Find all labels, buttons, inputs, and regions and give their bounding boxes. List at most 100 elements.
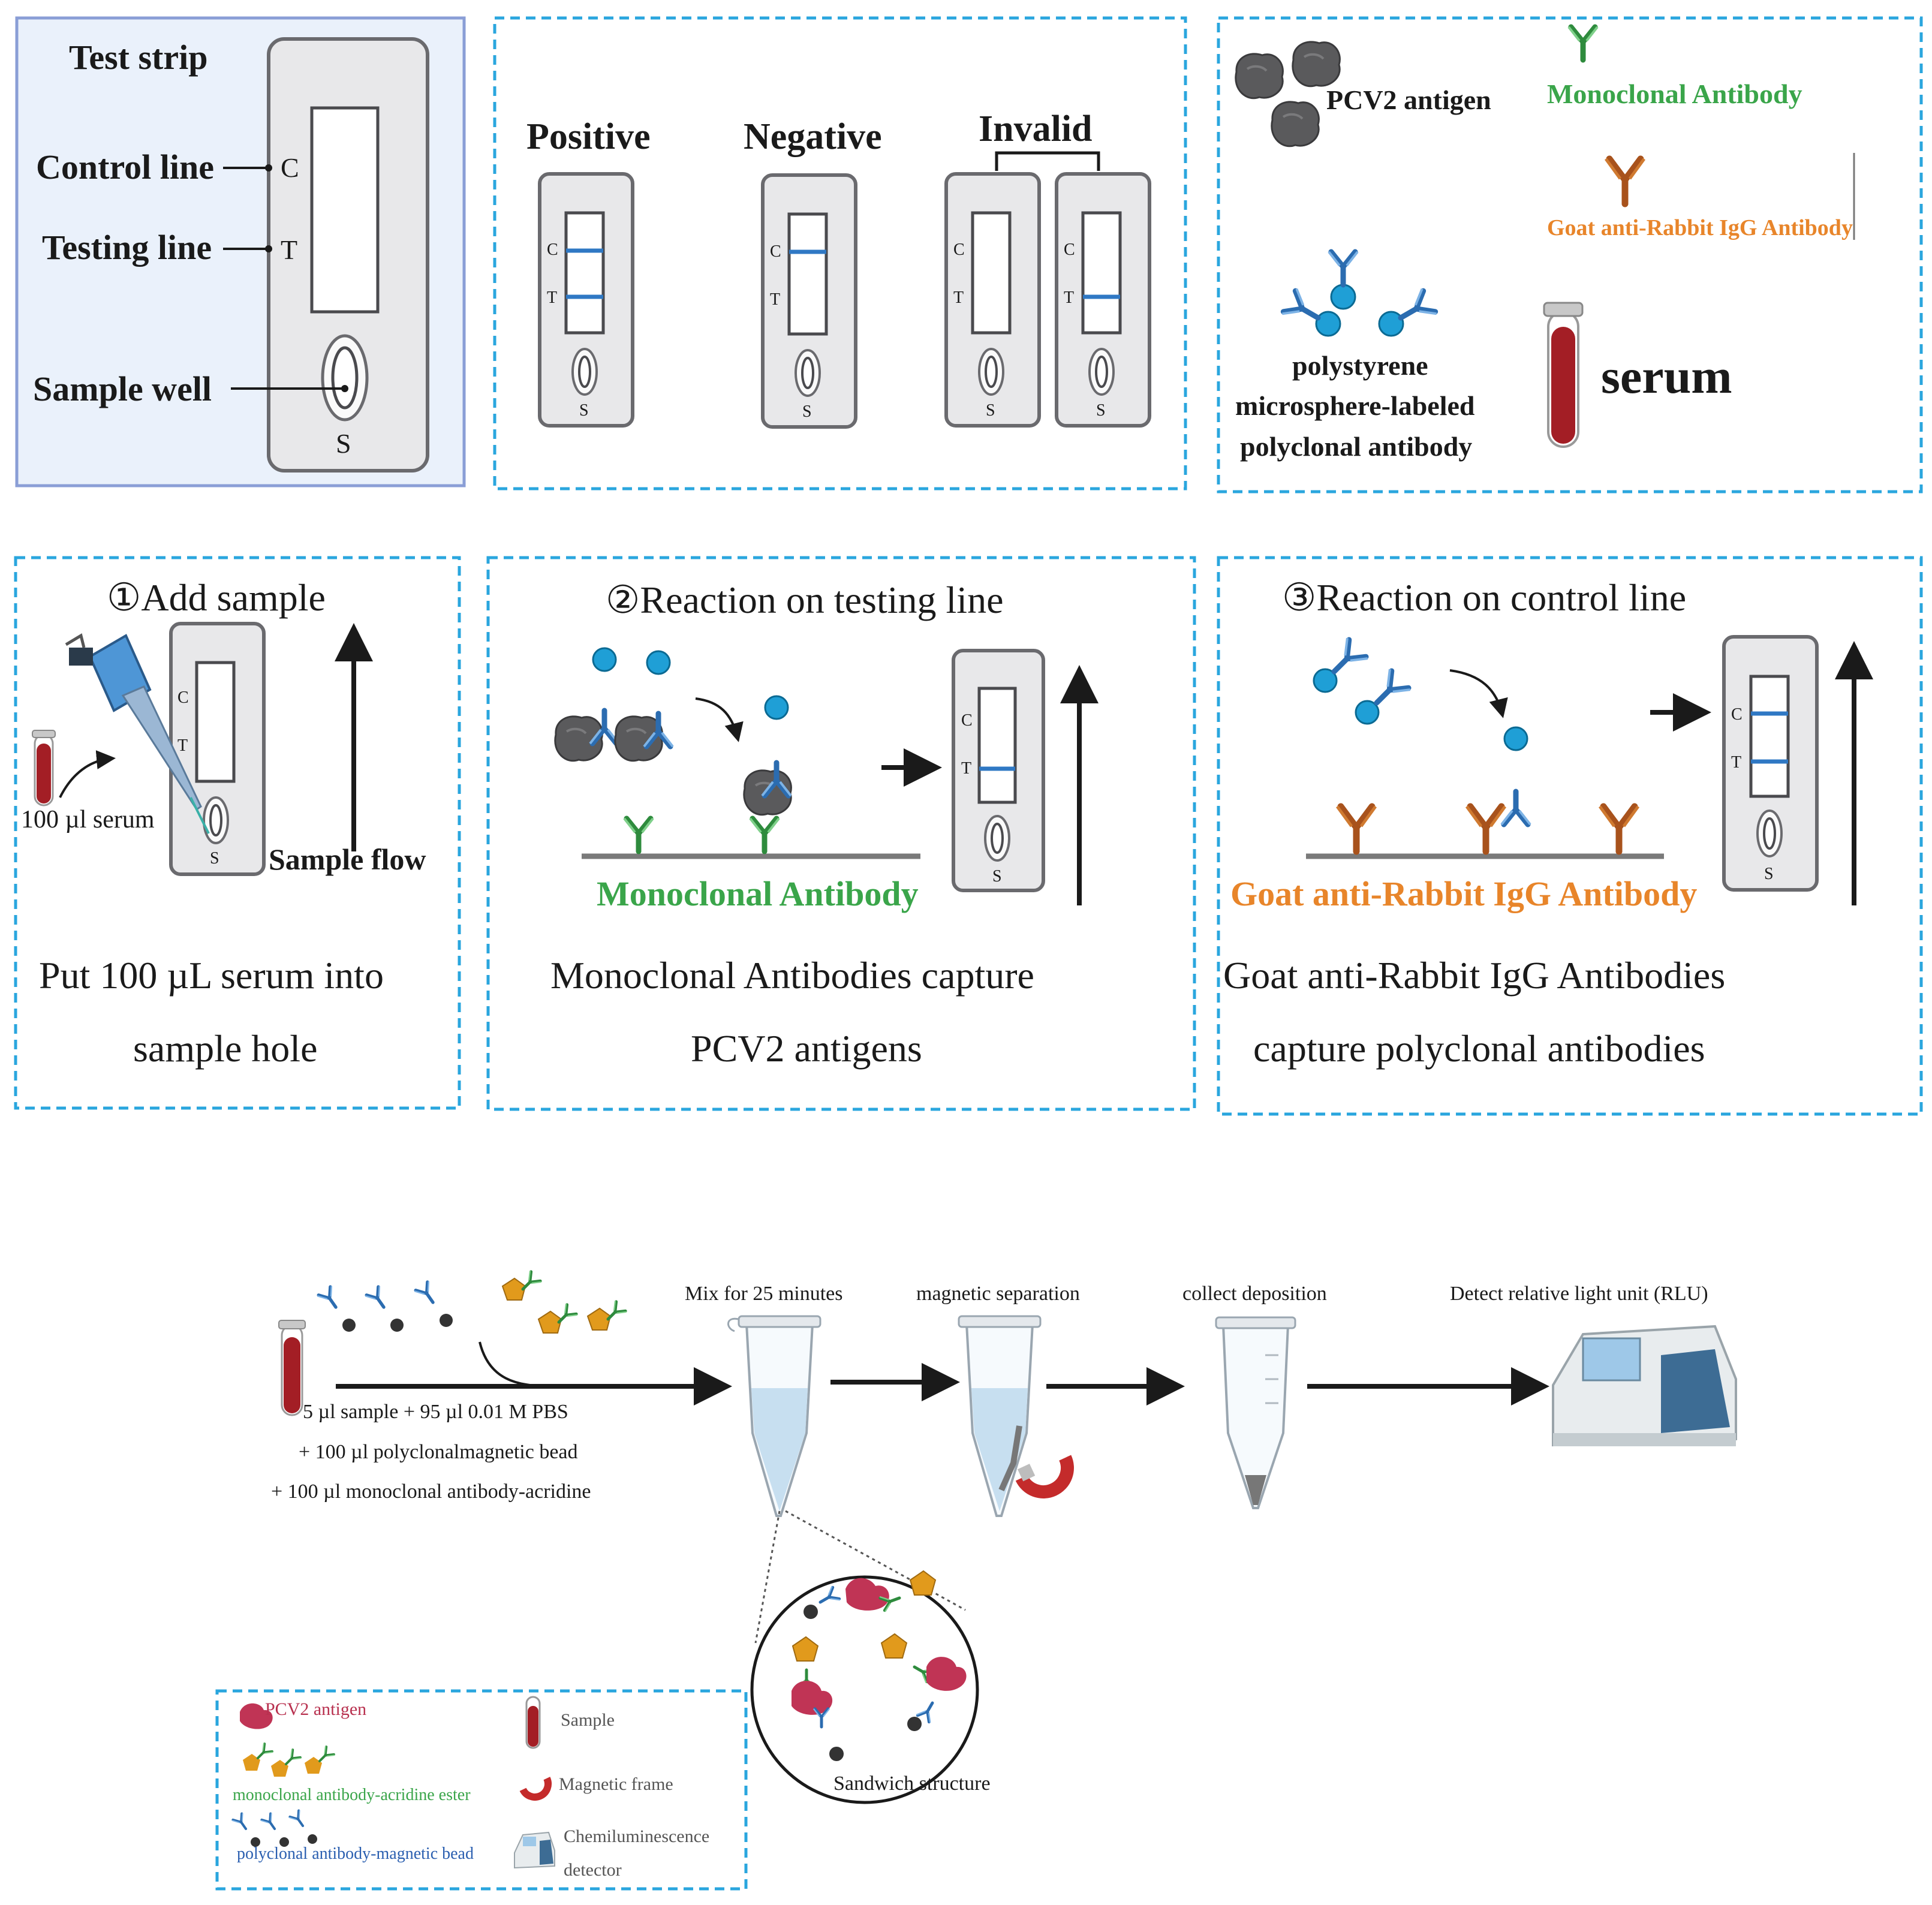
negative-strip	[761, 173, 857, 429]
step2-curve-arrow	[695, 697, 744, 742]
step1-strip	[169, 622, 266, 876]
step2-captured-complex	[742, 695, 792, 816]
step1-desc-2: sample hole	[133, 1027, 317, 1070]
workflow-merge-curve	[479, 1341, 552, 1388]
negative-t: T	[770, 290, 780, 309]
positive-t: T	[547, 288, 557, 307]
legend-polystyrene-1: polystyrene	[1292, 350, 1428, 381]
results-panel	[493, 16, 1187, 490]
step2-mono-antibody-2	[750, 818, 779, 851]
magnetic-label: magnetic separation	[916, 1283, 1080, 1305]
step2-title: ②Reaction on testing line	[606, 579, 1003, 621]
step2-mono-antibody-1	[624, 818, 653, 851]
step3-panel	[1217, 556, 1923, 1116]
reagent-line-2: + 100 µl polyclonalmagnetic bead	[299, 1441, 578, 1463]
positive-c: C	[547, 240, 558, 259]
bottom-legend-mono: monoclonal antibody-acridine ester	[233, 1786, 471, 1804]
bottom-legend-magnet: Magnetic frame	[559, 1774, 673, 1794]
step1-c: C	[177, 688, 189, 707]
goat-antibody-icon	[1606, 159, 1644, 204]
control-line-label: Control line	[36, 148, 214, 186]
invalid1-t: T	[953, 288, 964, 307]
collect-tube-icon	[1215, 1316, 1296, 1509]
step2-c: C	[961, 711, 973, 730]
invalid-label: Invalid	[979, 109, 1093, 149]
legend-panel	[1217, 16, 1923, 493]
legend-polystyrene-2: microsphere-labeled	[1235, 390, 1475, 421]
positive-label: Positive	[526, 116, 651, 157]
legend-polystyrene-3: polyclonal antibody	[1240, 431, 1472, 462]
serum-tube-icon	[1543, 302, 1584, 448]
large-strip-s: S	[336, 428, 351, 459]
pipette-icon	[65, 633, 210, 834]
chemiluminescence-detector-icon	[1552, 1325, 1737, 1447]
step3-curve-arrow	[1449, 669, 1508, 718]
step1-serum-label: 100 µl serum	[21, 806, 155, 833]
mix-tube-icon	[727, 1315, 821, 1517]
step3-desc-1: Goat anti-Rabbit IgG Antibodies	[1223, 954, 1725, 997]
sandwich-magnifier	[750, 1575, 979, 1804]
step1-t: T	[177, 736, 188, 755]
invalid2-s: S	[1096, 401, 1106, 420]
sandwich-complexes	[792, 1570, 967, 1761]
monoclonal-antibody-icon	[1569, 27, 1597, 60]
testing-line-label: Testing line	[42, 228, 212, 267]
pcv2-antigen-icon	[1234, 52, 1284, 100]
workflow-sample-tube-icon	[278, 1320, 306, 1416]
step3-free-bead-antibodies	[1313, 638, 1410, 725]
invalid-strip-1	[944, 172, 1041, 428]
workflow-poly-bead-icons	[317, 1281, 453, 1332]
step2-strip	[952, 649, 1045, 892]
step1-title: ①Add sample	[107, 576, 326, 619]
bottom-legend-pcv2: PCV2 antigen	[265, 1699, 366, 1719]
step3-strip	[1722, 635, 1819, 892]
legend-sample-tube-icon	[525, 1696, 541, 1749]
step3-goat-antibody-3	[1600, 806, 1638, 851]
invalid-bracket	[995, 151, 1100, 171]
step3-goat-antibody-2	[1467, 806, 1505, 851]
reagent-line-3: + 100 µl monoclonal antibody-acridine	[271, 1480, 591, 1503]
polystyrene-bead-antibody-icons	[1282, 252, 1436, 337]
invalid2-c: C	[1064, 240, 1075, 259]
step2-panel	[486, 556, 1196, 1111]
legend-monoclonal-label: Monoclonal Antibody	[1547, 79, 1802, 109]
invalid-strip-2	[1055, 172, 1151, 428]
invalid2-t: T	[1064, 288, 1074, 307]
step3-t: T	[1731, 753, 1741, 772]
legend-detector-icon	[514, 1831, 555, 1869]
negative-s: S	[802, 402, 812, 421]
bottom-legend-chemi-2: detector	[564, 1860, 622, 1880]
step2-desc-2: PCV2 antigens	[691, 1027, 922, 1070]
negative-label: Negative	[744, 116, 882, 157]
workflow-magnet-icon	[1015, 1455, 1074, 1498]
legend-mono-acridine-icons	[243, 1743, 335, 1777]
pcv2-antigen-icon-3	[1270, 100, 1320, 148]
step3-c: C	[1731, 705, 1743, 724]
positive-strip	[538, 172, 634, 428]
step3-goat-antibody-1	[1337, 806, 1376, 851]
magnetic-tube-icon	[958, 1315, 1042, 1517]
large-strip-c: C	[281, 152, 299, 183]
legend-serum-label: serum	[1601, 349, 1732, 404]
step3-captured-bead-antibody	[1501, 726, 1530, 824]
step2-s: S	[992, 867, 1002, 886]
bottom-legend-sample: Sample	[561, 1710, 615, 1730]
positive-s: S	[579, 401, 589, 420]
pcv2-antigen-icon-2	[1291, 40, 1341, 88]
test-strip-title: Test strip	[69, 38, 208, 77]
sandwich-label: Sandwich structure	[833, 1772, 991, 1795]
bottom-legend-poly: polyclonal antibody-magnetic bead	[237, 1844, 474, 1863]
reagent-line-1: 5 µl sample + 95 µl 0.01 M PBS	[303, 1401, 568, 1423]
collect-label: collect deposition	[1182, 1283, 1327, 1305]
step2-antibody-label: Monoclonal Antibody	[597, 874, 919, 913]
legend-poly-bead-icons	[232, 1810, 317, 1847]
step1-s: S	[210, 849, 219, 868]
bottom-legend-panel	[215, 1689, 748, 1891]
legend-pcv2-red-icon	[240, 1703, 273, 1729]
step3-antibody-label: Goat anti-Rabbit IgG Antibody	[1230, 874, 1697, 913]
legend-goat-label: Goat anti-Rabbit IgG Antibody	[1547, 215, 1853, 240]
step2-t: T	[961, 759, 971, 778]
mix-label: Mix for 25 minutes	[685, 1283, 842, 1305]
large-strip-t: T	[281, 234, 297, 265]
